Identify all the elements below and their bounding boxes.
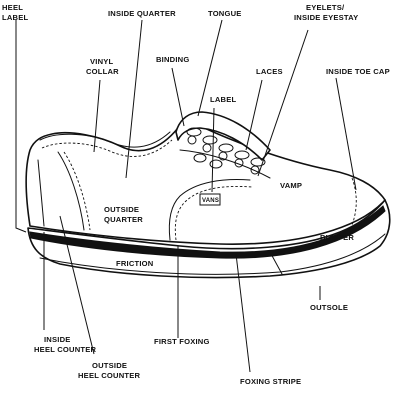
bumper-text: BUMPER (320, 233, 354, 242)
leader-outside-heel-counter (59, 215, 95, 355)
label-text: LABEL (210, 95, 236, 104)
binding-text: BINDING (156, 55, 189, 64)
bumper-break-line (269, 251, 283, 275)
laces-text: LACES (256, 67, 283, 76)
outside-quarter-text-2: QUARTER (104, 215, 143, 224)
vinyl-collar-text-2: COLLAR (86, 67, 119, 76)
laces (186, 127, 266, 169)
inside-quarter-text: INSIDE QUARTER (108, 9, 176, 18)
leader-label (211, 107, 215, 193)
inside-heel-counter-text-2: HEEL COUNTER (34, 345, 96, 354)
inside-heel-counter-text-1: INSIDE (44, 335, 71, 344)
lace-loop (193, 153, 207, 163)
label-tab (199, 193, 221, 206)
outsole-bottom-line (39, 233, 386, 275)
foxing-stripe-shape (29, 205, 386, 259)
leader-tongue (197, 19, 223, 117)
leader-lines (15, 19, 357, 373)
leader-inside-toe-cap (335, 77, 357, 191)
leader-eyelets (257, 29, 309, 177)
leader-laces (245, 79, 263, 151)
vinyl-collar-text-1: VINYL (90, 57, 114, 66)
eyestay-line (179, 149, 271, 179)
lace-loop (250, 157, 266, 167)
collar-stitching (41, 139, 173, 157)
heel-seam (37, 159, 45, 227)
heel-counter-stitching (63, 151, 91, 231)
lace-loop (186, 127, 202, 137)
tongue-shape (175, 111, 271, 161)
tongue-text: TONGUE (208, 9, 242, 18)
quarter-vamp-seam (168, 179, 251, 241)
lace-loop (209, 159, 223, 169)
leader-vinyl-collar (93, 79, 101, 153)
leader-inside-quarter (125, 19, 143, 179)
eyelets-text-1: EYELETS/ (306, 3, 345, 12)
brand-mark: VANS (202, 198, 219, 204)
leader-binding (171, 67, 185, 127)
outside-heel-counter-text-2: HEEL COUNTER (78, 371, 140, 380)
outside-quarter-text-1: OUTSIDE (104, 205, 139, 214)
inside-toe-cap-text: INSIDE TOE CAP (326, 67, 390, 76)
heel-counter-line (57, 151, 85, 231)
upper-shape (25, 122, 386, 245)
outsole-shape (27, 199, 391, 279)
vamp-text: VAMP (280, 181, 302, 190)
leader-heel-label (15, 20, 27, 233)
friction-text: FRICTION (116, 259, 153, 268)
part-labels: HEEL LABEL INSIDE QUARTER TONGUE EYELETS… (2, 3, 390, 386)
outsole-text: OUTSOLE (310, 303, 348, 312)
first-foxing-text: FIRST FOXING (154, 337, 210, 346)
lace-loop (234, 150, 250, 160)
outside-heel-counter-text-1: OUTSIDE (92, 361, 127, 370)
shoe-illustration: VANS (25, 111, 391, 279)
collar-opening (39, 131, 171, 148)
lace-loop (218, 143, 234, 153)
foxing-stripe-text: FOXING STRIPE (240, 377, 301, 386)
leader-foxing-stripe (235, 253, 251, 373)
eyelets-text-2: INSIDE EYESTAY (294, 13, 358, 22)
lace-loop (202, 135, 218, 145)
heel-label-text-2: LABEL (2, 13, 28, 22)
quarter-vamp-stitching (174, 186, 253, 241)
heel-label-text-1: HEEL (2, 3, 23, 12)
